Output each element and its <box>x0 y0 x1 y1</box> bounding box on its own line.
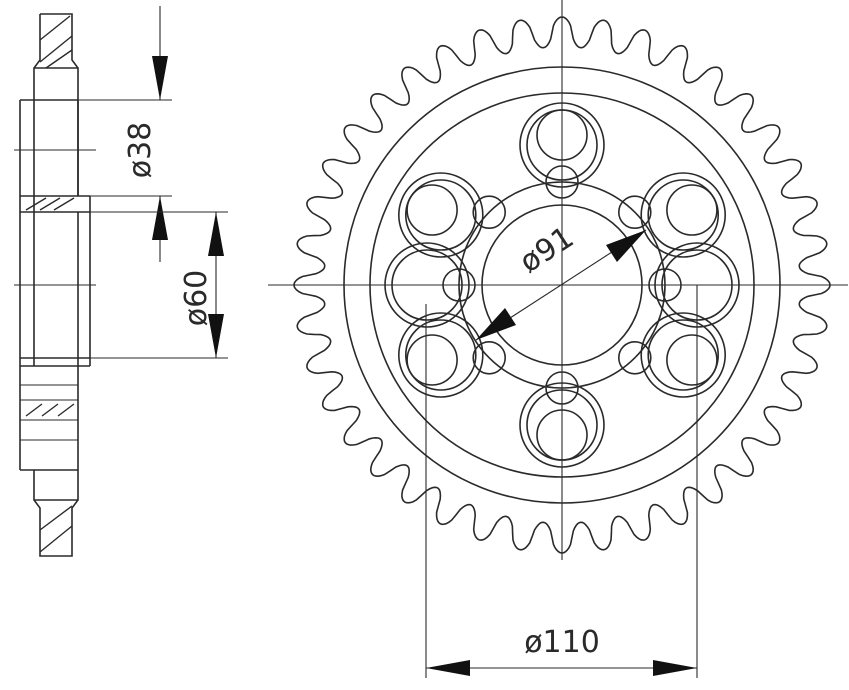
small-hole <box>666 334 718 386</box>
lightening-hole-outer <box>397 312 484 398</box>
lightening-hole-outer <box>640 312 727 398</box>
dimension-label-91: ø91 <box>514 220 580 280</box>
dimension-diameter-60: ø60 <box>90 211 228 359</box>
lightening-hole-inner <box>404 179 477 251</box>
inner-hole <box>617 195 652 229</box>
dimension-label-110: ø110 <box>524 625 600 660</box>
dimension-label-38: ø38 <box>123 122 158 179</box>
inner-hole <box>472 340 507 375</box>
sprocket-front-view <box>268 0 848 560</box>
small-hole <box>406 334 458 386</box>
dimension-label-60: ø60 <box>179 270 214 327</box>
small-hole <box>406 184 458 236</box>
sprocket-side-view <box>14 13 96 557</box>
small-hole <box>666 184 718 236</box>
dimension-diameter-91: ø91 <box>475 220 647 341</box>
lightening-hole-outer <box>397 172 484 258</box>
dimension-diameter-110: ø110 <box>425 285 698 678</box>
inner-hole <box>617 340 652 375</box>
lightening-hole-inner <box>647 179 720 251</box>
lightening-hole-outer <box>640 172 727 258</box>
lightening-hole-inner <box>404 319 477 391</box>
inner-hole <box>472 195 507 229</box>
dimension-diameter-38: ø38 <box>78 6 172 262</box>
lightening-hole-inner <box>647 319 720 391</box>
